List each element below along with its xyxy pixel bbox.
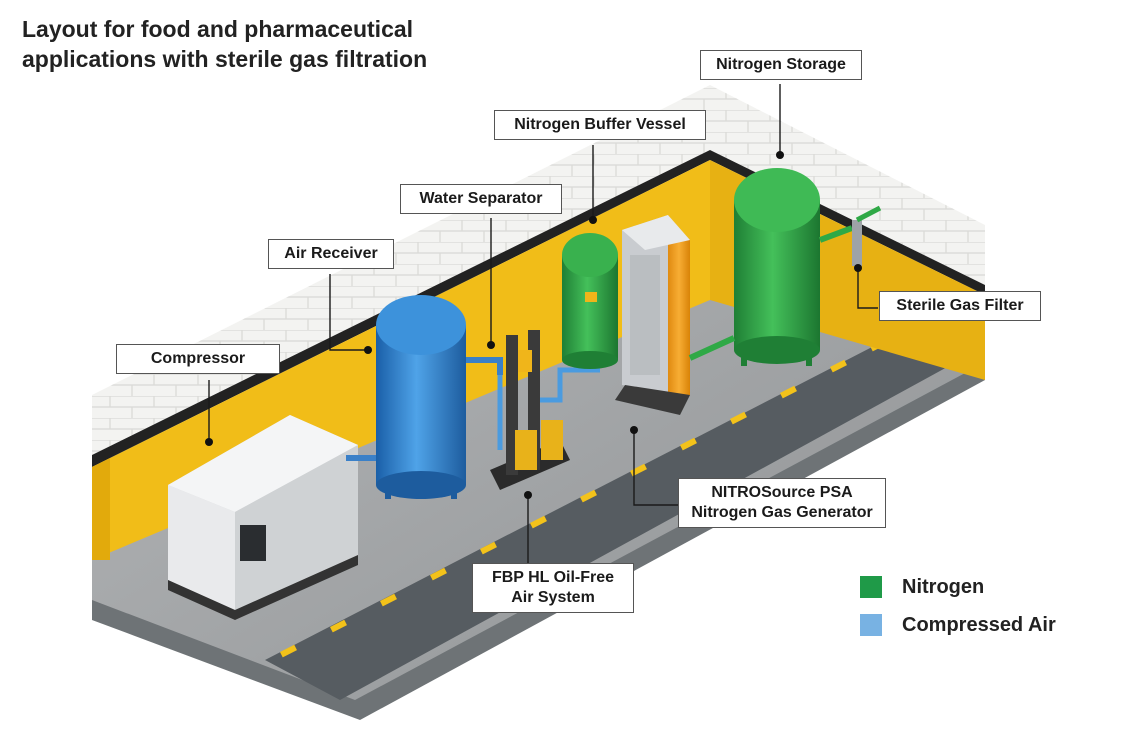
- callout-fbp-air-system: FBP HL Oil-Free Air System: [472, 563, 634, 613]
- compressor-unit: [168, 415, 358, 620]
- nitrosource-generator: [615, 215, 690, 415]
- callout-compressor: Compressor: [116, 344, 280, 374]
- title-line-1: Layout for food and pharmaceutical: [22, 16, 414, 42]
- callout-air-receiver: Air Receiver: [268, 239, 394, 269]
- callout-nitrosource-generator: NITROSource PSA Nitrogen Gas Generator: [678, 478, 886, 528]
- callout-label: Air Receiver: [284, 245, 378, 262]
- callout-label: Sterile Gas Filter: [896, 297, 1024, 314]
- nitrogen-buffer-vessel: [562, 233, 618, 369]
- callout-label: Compressor: [150, 350, 246, 367]
- legend-label: Nitrogen: [902, 575, 985, 598]
- callout-sterile-gas-filter: Sterile Gas Filter: [879, 291, 1041, 321]
- callout-label: Nitrogen Buffer Vessel: [514, 116, 686, 133]
- legend-swatch-nitrogen: [860, 576, 882, 598]
- leader-lines: [208, 84, 878, 563]
- diagram-title: Layout for food and pharmaceutical appli…: [22, 14, 542, 74]
- title-line-2: applications with sterile gas filtration: [22, 46, 428, 72]
- callout-label: Nitrogen Storage: [716, 56, 846, 73]
- road-strip: [265, 330, 960, 700]
- sterile-gas-filter: [852, 205, 882, 266]
- callout-label-line-1: FBP HL Oil-Free: [491, 569, 615, 586]
- legend-label: Compressed Air: [902, 613, 1056, 636]
- legend: Nitrogen Compressed Air: [860, 568, 1056, 644]
- nitrogen-storage-tank: [688, 168, 854, 366]
- callout-label: Water Separator: [419, 190, 543, 207]
- legend-item-nitrogen: Nitrogen: [860, 568, 1056, 606]
- leader-dots: [205, 151, 862, 499]
- callout-nitrogen-buffer-vessel: Nitrogen Buffer Vessel: [494, 110, 706, 140]
- fbp-air-system: [490, 330, 600, 490]
- callout-label-line-2: Nitrogen Gas Generator: [691, 504, 873, 521]
- callout-nitrogen-storage: Nitrogen Storage: [700, 50, 862, 80]
- control-panel: [240, 525, 266, 561]
- legend-swatch-compressed-air: [860, 614, 882, 636]
- callout-water-separator: Water Separator: [400, 184, 562, 214]
- callout-label-line-2: Air System: [511, 589, 595, 606]
- legend-item-compressed-air: Compressed Air: [860, 606, 1056, 644]
- air-receiver-tank: [346, 295, 503, 499]
- callout-label-line-1: NITROSource PSA: [711, 484, 853, 501]
